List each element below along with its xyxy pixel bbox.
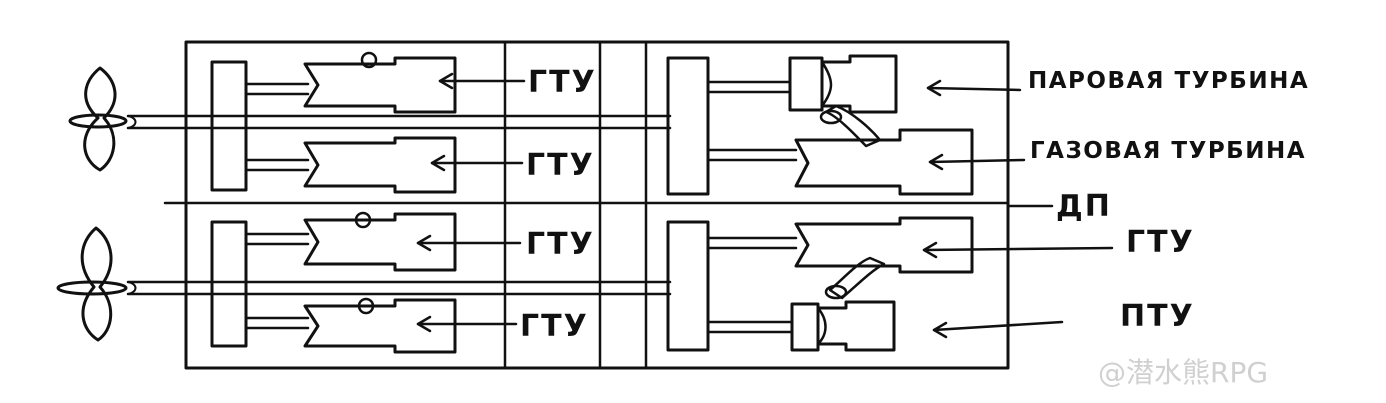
leader-arrow [926, 79, 1022, 97]
gearbox [210, 220, 248, 348]
gtu-unit [244, 211, 457, 272]
leader-arrow [438, 72, 526, 90]
label-gtu-right: ГТУ [1126, 225, 1195, 260]
label-gtu: ГТУ [520, 309, 589, 344]
label-steam-turbine: ПАРОВАЯ ТУРБИНА [1028, 68, 1309, 94]
leader-arrow [416, 315, 518, 333]
label-gtu: ГТУ [526, 227, 595, 262]
label-ptu: ПТУ [1120, 299, 1195, 334]
gtu-unit [244, 136, 457, 194]
steam-turbine-unit [706, 300, 896, 352]
gas-turbine-unit [706, 216, 974, 300]
leader-arrow [932, 320, 1064, 339]
gas-turbine-unit [706, 104, 974, 196]
gtu-unit [244, 51, 457, 114]
gearbox [210, 60, 248, 192]
watermark: @潜水熊RPG [1098, 356, 1268, 389]
leader-arrow [416, 234, 522, 252]
gtu-unit [244, 297, 457, 354]
propeller-icon [68, 66, 128, 172]
label-gtu: ГТУ [528, 65, 597, 100]
leader-arrow [928, 153, 1026, 171]
leader-arrow [922, 241, 1114, 259]
hull-compartment [184, 40, 1010, 370]
gearbox [666, 220, 710, 352]
propeller-shaft [126, 280, 672, 296]
label-centerline: ДП [1056, 189, 1112, 224]
leader-arrow [430, 154, 524, 172]
propeller-shaft [126, 114, 672, 130]
steam-turbine-unit [706, 54, 898, 114]
propeller-icon [56, 226, 128, 342]
label-gtu: ГТУ [526, 148, 595, 183]
label-gas-turbine: ГАЗОВАЯ ТУРБИНА [1030, 138, 1306, 164]
gearbox [666, 56, 710, 196]
